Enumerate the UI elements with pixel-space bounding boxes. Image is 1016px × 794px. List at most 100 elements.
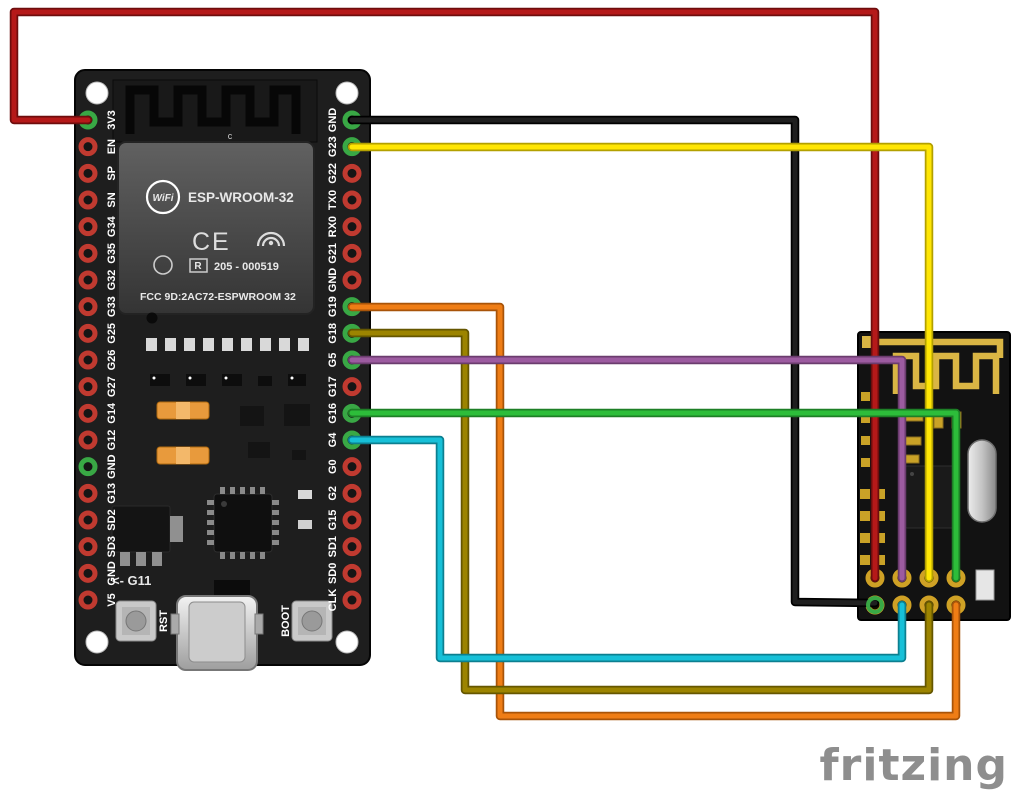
esp32-left-pin-gnd[interactable] xyxy=(78,457,98,477)
esp32-left-pin-v5[interactable] xyxy=(78,590,98,610)
esp32-pin-label-g21: G21 xyxy=(327,243,339,264)
esp32-right-pin-g21[interactable] xyxy=(342,243,362,263)
esp32-pin-label-gnd: GND xyxy=(327,108,339,133)
esp32-right-pin-gnd[interactable] xyxy=(342,270,362,290)
esp32-pin-label-g25: G25 xyxy=(106,323,118,344)
wire-orange-from-g19[interactable] xyxy=(349,304,959,719)
esp32-left-pin-g35[interactable] xyxy=(78,243,98,263)
esp32-left-pin-en[interactable] xyxy=(78,137,98,157)
nrf-connected-pin-ring xyxy=(866,596,884,614)
esp32-right-pin-g2[interactable] xyxy=(342,483,362,503)
wire-green-from-g16[interactable] xyxy=(349,410,959,581)
wire-red-from-3v3[interactable] xyxy=(11,9,878,581)
esp32-pin-label-g34: G34 xyxy=(106,215,118,237)
esp32-left-pin-g13[interactable] xyxy=(78,483,98,503)
led xyxy=(298,520,312,529)
esp32-right-pin-sd1[interactable] xyxy=(342,537,362,557)
esp32-pin-label-sd2: SD2 xyxy=(106,509,118,530)
esp32-pin-label-g26: G26 xyxy=(106,350,118,371)
esp32-pin-label-gnd: GND xyxy=(327,268,339,293)
esp32-module-shield xyxy=(117,141,315,315)
esp32-pin-label-g19: G19 xyxy=(327,296,339,317)
esp32-left-pin-sn[interactable] xyxy=(78,190,98,210)
fcc-text: FCC 9D:2AC72-ESPWROOM 32 xyxy=(140,291,296,303)
rst-label: RST xyxy=(158,610,170,632)
esp32-right-pin-g22[interactable] xyxy=(342,163,362,183)
usb-uart-chip xyxy=(207,487,279,559)
wire-cyan-from-g4[interactable] xyxy=(349,437,905,661)
nrf-edge-pads xyxy=(860,392,885,565)
esp32-right-pin-g17[interactable] xyxy=(342,377,362,397)
regulatory-mark-icon xyxy=(153,255,173,275)
crystal-oscillator xyxy=(967,439,997,523)
esp32-pin-label-g32: G32 xyxy=(106,270,118,291)
esp32-pin-label-gnd: GND xyxy=(106,561,118,586)
esp32-pin-label-rx0: RX0 xyxy=(327,216,339,237)
esp32-left-pin-g27[interactable] xyxy=(78,377,98,397)
esp32-devkit-board[interactable]: c WiFi ESP-WROOM-32 CE R 205 - 000519 FC… xyxy=(74,69,371,671)
esp32-pin-label-g35: G35 xyxy=(106,243,118,264)
esp32-pin-label-g13: G13 xyxy=(106,483,118,504)
wires-layer xyxy=(9,7,961,721)
esp32-right-pin-g0[interactable] xyxy=(342,457,362,477)
wire-yellow-from-g23[interactable] xyxy=(349,144,932,581)
esp32-left-pin-gnd[interactable] xyxy=(78,563,98,583)
esp32-left-pin-g26[interactable] xyxy=(78,350,98,370)
esp32-pin-label-g27: G27 xyxy=(106,376,118,397)
esp32-pin-label-sp: SP xyxy=(106,166,118,181)
wire-olive-from-g18[interactable] xyxy=(349,330,932,693)
esp32-left-pin-g34[interactable] xyxy=(78,217,98,237)
smd-components xyxy=(150,374,310,460)
reg-number-text: 205 - 000519 xyxy=(214,261,279,273)
esp32-right-pin-g15[interactable] xyxy=(342,510,362,530)
esp32-right-pin-sd0[interactable] xyxy=(342,563,362,583)
g11-label: <- G11 xyxy=(112,573,151,588)
module-dot xyxy=(146,312,158,324)
esp32-pin-label-3v3: 3V3 xyxy=(106,110,118,130)
esp32-pin-label-v5: V5 xyxy=(106,593,118,606)
boot-button xyxy=(291,600,333,642)
esp32-left-pin-sd3[interactable] xyxy=(78,537,98,557)
esp32-pin-label-g23: G23 xyxy=(327,136,339,157)
esp32-pin-label-g4: G4 xyxy=(327,432,339,448)
esp32-pin-label-g33: G33 xyxy=(106,296,118,317)
esp32-pin-label-tx0: TX0 xyxy=(327,190,339,210)
smd-part xyxy=(214,580,250,595)
esp32-pin-label-g14: G14 xyxy=(106,402,118,424)
fritzing-watermark: fritzing xyxy=(820,740,1008,791)
esp32-antenna-icon xyxy=(125,85,301,134)
esp32-pin-label-g15: G15 xyxy=(327,510,339,531)
esp32-pin-label-g0: G0 xyxy=(327,459,339,474)
led xyxy=(298,490,312,499)
nrf-white-component xyxy=(975,569,995,601)
wire-purple-from-g5[interactable] xyxy=(349,357,905,581)
esp32-pin-label-sn: SN xyxy=(106,192,118,207)
esp32-left-pin-g14[interactable] xyxy=(78,403,98,423)
esp32-pin-label-g5: G5 xyxy=(327,353,339,368)
esp32-pin-label-en: EN xyxy=(106,139,118,154)
mounting-hole xyxy=(85,630,109,654)
esp32-right-pin-rx0[interactable] xyxy=(342,217,362,237)
esp32-left-pin-g25[interactable] xyxy=(78,323,98,343)
esp32-left-pin-g33[interactable] xyxy=(78,297,98,317)
esp32-pin-label-g2: G2 xyxy=(327,486,339,501)
esp32-left-pin-sp[interactable] xyxy=(78,163,98,183)
nrf24l01-module[interactable] xyxy=(857,331,1011,621)
esp32-pin-label-g16: G16 xyxy=(327,403,339,424)
reg-letter-box xyxy=(189,258,208,273)
wifi-logo-text: WiFi xyxy=(152,193,173,204)
esp32-left-pin-sd2[interactable] xyxy=(78,510,98,530)
antenna-c-label: c xyxy=(228,131,233,141)
esp32-right-pin-clk[interactable] xyxy=(342,590,362,610)
esp32-pin-label-sd0: SD0 xyxy=(327,563,339,584)
esp32-left-pin-g32[interactable] xyxy=(78,270,98,290)
rst-button xyxy=(115,600,157,642)
boot-label: BOOT xyxy=(280,605,292,637)
esp32-pin-label-g12: G12 xyxy=(106,430,118,451)
tantalum-capacitors xyxy=(156,401,210,465)
esp32-pin-label-sd3: SD3 xyxy=(106,536,118,557)
esp32-left-pin-g12[interactable] xyxy=(78,430,98,450)
esp32-right-pin-tx0[interactable] xyxy=(342,190,362,210)
